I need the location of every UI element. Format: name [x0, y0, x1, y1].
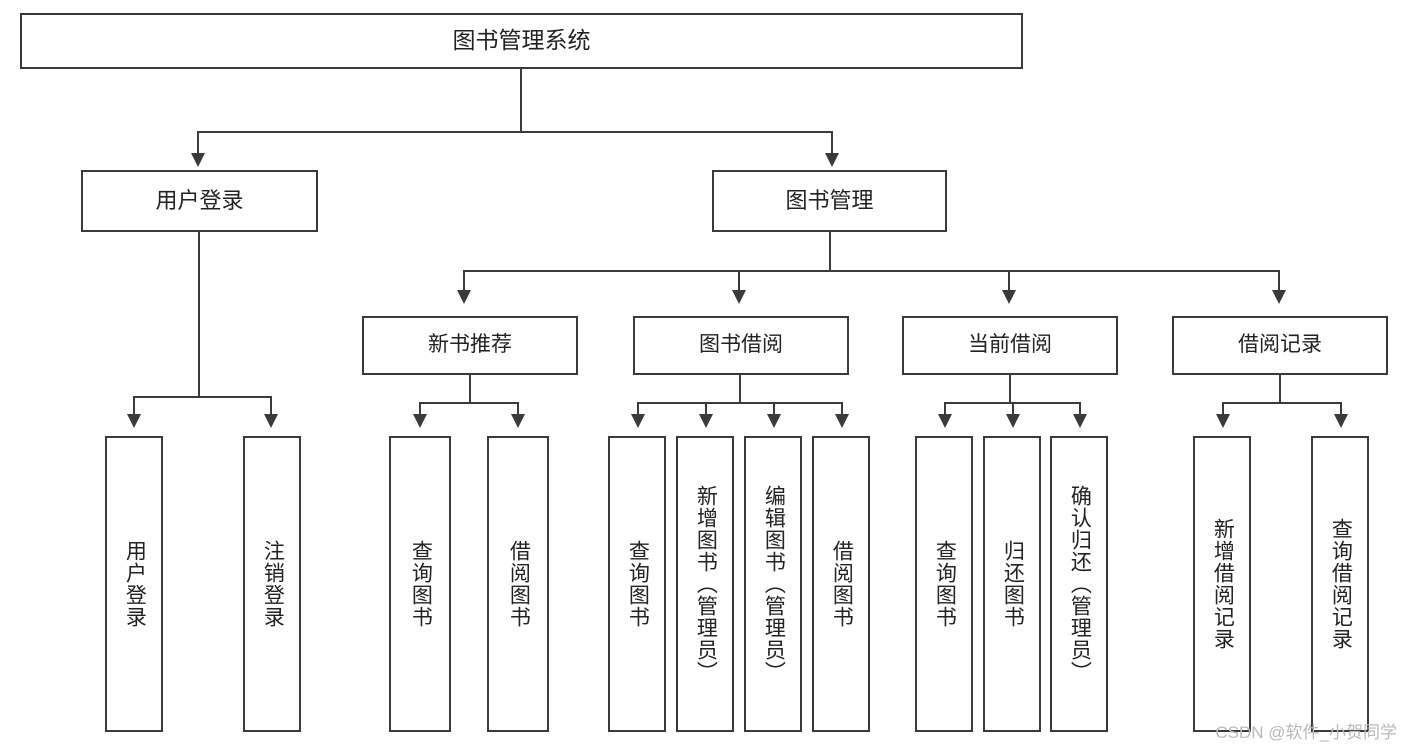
leaf-book-borrow-borrow-book[interactable]: 借阅图书 [812, 436, 870, 732]
connector-root-stem [520, 69, 523, 133]
node-label: 编辑图书（管理员） [762, 485, 786, 683]
connector-borrow-record-right [1340, 402, 1343, 418]
connector-user-login-stem [198, 232, 201, 398]
arrowhead-book-borrow-leaf-2 [699, 414, 713, 428]
connector-root-to-book-management [831, 131, 834, 157]
node-label: 归还图书 [1001, 540, 1025, 628]
node-label: 用户登录 [123, 540, 147, 628]
arrowhead-current-borrow-leaf-1 [938, 414, 952, 428]
node-label: 当前借阅 [968, 333, 1052, 357]
node-new-book-recommend[interactable]: 新书推荐 [362, 316, 578, 375]
leaf-borrow-record-add-record[interactable]: 新增借阅记录 [1193, 436, 1251, 732]
connector-user-login-left [133, 396, 136, 418]
connector-book-borrow-1 [637, 402, 640, 418]
connector-new-book-bus [419, 402, 519, 405]
node-label: 借阅记录 [1238, 333, 1322, 357]
leaf-book-borrow-add-book-admin[interactable]: 新增图书（管理员） [676, 436, 734, 732]
node-root-book-management-system[interactable]: 图书管理系统 [20, 13, 1023, 69]
leaf-current-borrow-query-book[interactable]: 查询图书 [915, 436, 973, 732]
arrowhead-user-login-leaf-1 [127, 414, 141, 428]
arrowhead-root-to-user-login [191, 153, 205, 167]
connector-book-borrow-bus [637, 402, 842, 405]
node-label: 新增借阅记录 [1211, 518, 1235, 650]
node-label: 确认归还（管理员） [1068, 485, 1092, 683]
connector-user-login-right [270, 396, 273, 418]
arrowhead-book-borrow-leaf-4 [835, 414, 849, 428]
connector-current-borrow-3 [1079, 402, 1082, 418]
leaf-book-borrow-edit-book-admin[interactable]: 编辑图书（管理员） [744, 436, 802, 732]
leaf-user-login-logout[interactable]: 注销登录 [243, 436, 301, 732]
arrowhead-borrow-record-leaf-2 [1334, 414, 1348, 428]
connector-new-book-right [517, 402, 520, 418]
arrowhead-user-login-leaf-2 [264, 414, 278, 428]
connector-bm-to-book-borrow [738, 270, 741, 294]
node-label: 图书管理系统 [452, 27, 591, 54]
connector-root-bus [197, 131, 833, 134]
connector-current-borrow-1 [944, 402, 947, 418]
node-label: 注销登录 [261, 540, 285, 628]
leaf-new-book-query-book[interactable]: 查询图书 [389, 436, 451, 732]
leaf-current-borrow-return-book[interactable]: 归还图书 [983, 436, 1041, 732]
connector-root-to-user-login [197, 131, 200, 157]
node-current-borrow[interactable]: 当前借阅 [902, 316, 1118, 375]
node-label: 用户登录 [155, 188, 244, 214]
connector-new-book-left [419, 402, 422, 418]
arrowhead-book-borrow-leaf-1 [631, 414, 645, 428]
connector-book-borrow-3 [773, 402, 776, 418]
leaf-new-book-borrow-book[interactable]: 借阅图书 [487, 436, 549, 732]
connector-book-borrow-2 [705, 402, 708, 418]
connector-current-borrow-2 [1012, 402, 1015, 418]
arrowhead-bm-to-borrow-record [1272, 290, 1286, 304]
arrowhead-new-book-leaf-1 [413, 414, 427, 428]
arrowhead-bm-to-current-borrow [1002, 290, 1016, 304]
arrowhead-bm-to-book-borrow [732, 290, 746, 304]
connector-bm-to-new-book [463, 270, 466, 294]
node-label: 查询图书 [626, 540, 650, 628]
node-book-borrow[interactable]: 图书借阅 [633, 316, 849, 375]
arrowhead-current-borrow-leaf-2 [1006, 414, 1020, 428]
connector-book-borrow-stem [739, 375, 742, 404]
arrowhead-borrow-record-leaf-1 [1216, 414, 1230, 428]
node-label: 查询图书 [933, 540, 957, 628]
connector-book-management-bus [463, 270, 1280, 273]
node-label: 借阅图书 [830, 540, 854, 628]
node-user-login[interactable]: 用户登录 [81, 170, 318, 232]
connector-bm-to-current-borrow [1008, 270, 1011, 294]
connector-borrow-record-left [1222, 402, 1225, 418]
arrowhead-current-borrow-leaf-3 [1073, 414, 1087, 428]
arrowhead-book-borrow-leaf-3 [767, 414, 781, 428]
leaf-current-borrow-confirm-return-admin[interactable]: 确认归还（管理员） [1050, 436, 1108, 732]
connector-current-borrow-stem [1009, 375, 1012, 404]
connector-bm-to-borrow-record [1278, 270, 1281, 294]
node-label: 新增图书（管理员） [694, 485, 718, 683]
leaf-borrow-record-query-record[interactable]: 查询借阅记录 [1311, 436, 1369, 732]
node-label: 查询图书 [409, 540, 433, 628]
connector-book-management-stem [829, 232, 832, 272]
arrowhead-new-book-leaf-2 [511, 414, 525, 428]
node-label: 新书推荐 [428, 333, 512, 357]
connector-borrow-record-stem [1279, 375, 1282, 404]
node-borrow-record[interactable]: 借阅记录 [1172, 316, 1388, 375]
connector-new-book-stem [469, 375, 472, 404]
node-label: 图书借阅 [699, 333, 783, 357]
connector-current-borrow-bus [944, 402, 1079, 405]
node-label: 查询借阅记录 [1329, 518, 1353, 650]
arrowhead-root-to-book-management [825, 153, 839, 167]
leaf-user-login-login[interactable]: 用户登录 [105, 436, 163, 732]
node-label: 借阅图书 [507, 540, 531, 628]
connector-user-login-bus [133, 396, 270, 399]
arrowhead-bm-to-new-book-recommend [457, 290, 471, 304]
leaf-book-borrow-query-book[interactable]: 查询图书 [608, 436, 666, 732]
connector-book-borrow-4 [841, 402, 844, 418]
connector-borrow-record-bus [1222, 402, 1342, 405]
node-book-management[interactable]: 图书管理 [712, 170, 947, 232]
node-label: 图书管理 [785, 188, 874, 214]
